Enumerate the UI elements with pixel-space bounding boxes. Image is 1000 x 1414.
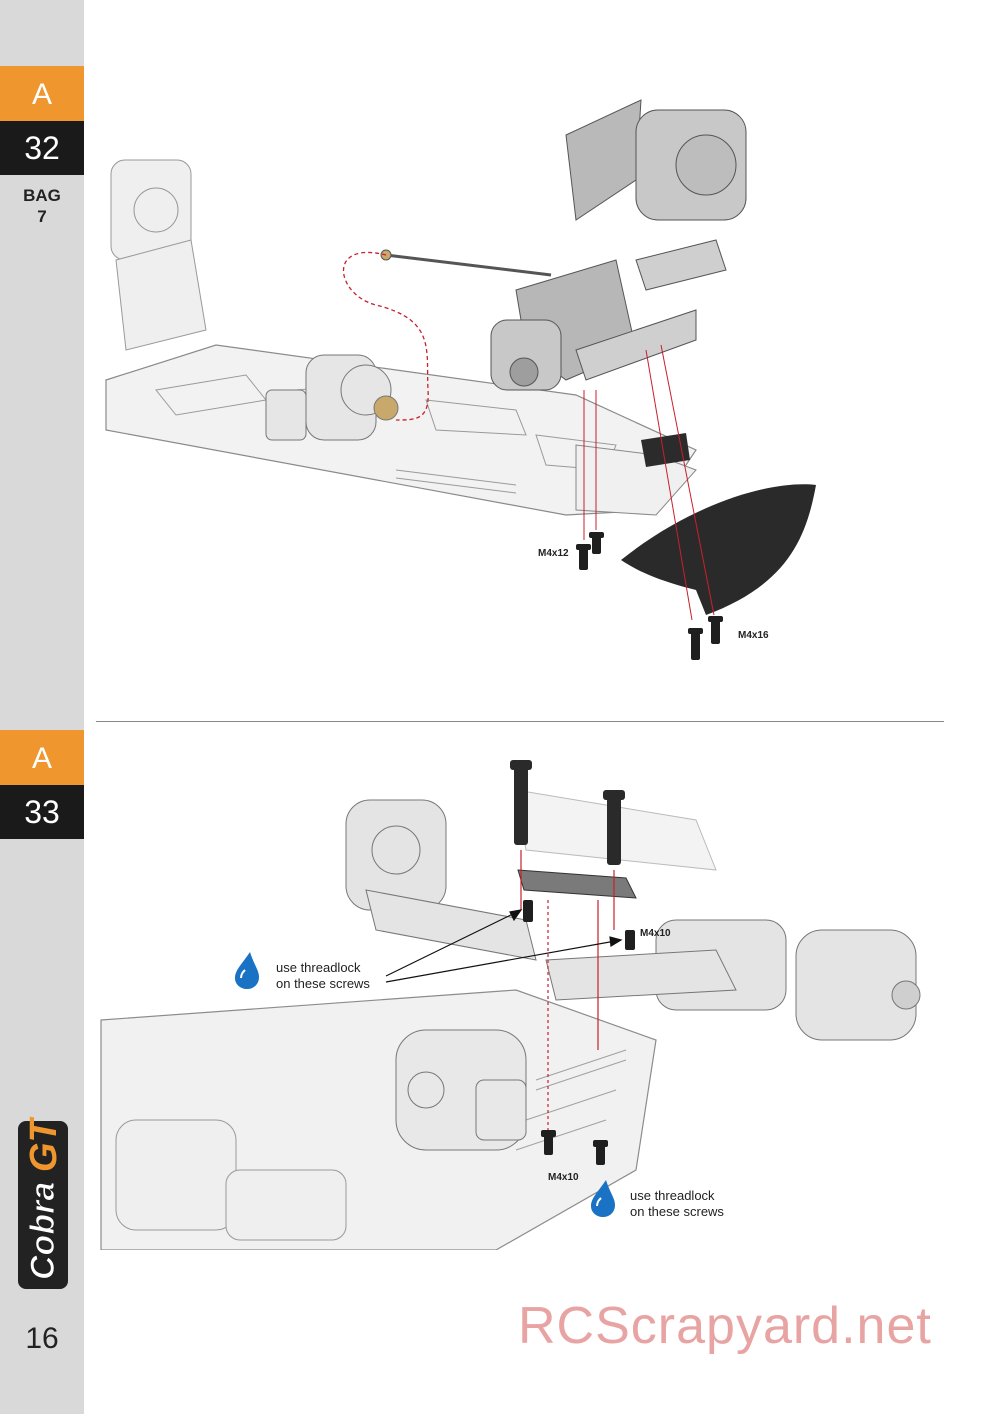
threadlock-arrows (385, 909, 623, 983)
threadlock-note-2: use threadlock on these screws (630, 1188, 724, 1220)
cobra-gt-logo: Cobra GT (18, 1116, 68, 1289)
step-32-diagram (105, 99, 816, 660)
front-suspension (490, 99, 747, 391)
threadlock-note-1: use threadlock on these screws (276, 960, 370, 992)
center-gearbox (395, 1029, 527, 1151)
brace-plate (517, 869, 637, 899)
foam-pad (641, 433, 690, 467)
page-number: 16 (25, 1322, 59, 1355)
threadlock-drop-icon-2 (591, 1180, 615, 1217)
threadlock-drop-icon (235, 952, 259, 989)
bag-label: BAG (23, 186, 61, 205)
bag-indicator: BAG 7 (0, 185, 84, 227)
step-number-tab: 32 (0, 121, 84, 175)
screw-label-m4x10-top: M4x10 (640, 928, 671, 939)
step-number-tab-2: 33 (0, 785, 84, 839)
front-suspension (345, 799, 921, 1041)
step-letter-tab-2: A (0, 730, 84, 788)
screw-label-m4x12: M4x12 (538, 548, 569, 559)
threadlock-note-2-line-2: on these screws (630, 1204, 724, 1219)
threadlock-note-1-line-1: use threadlock (276, 960, 361, 975)
screws (576, 532, 723, 660)
shaft-path-guide (343, 251, 429, 421)
rear-suspension (115, 1119, 347, 1241)
threadlock-note-1-line-2: on these screws (276, 976, 370, 991)
posts (510, 760, 625, 865)
rear-suspension (110, 159, 207, 351)
screws (523, 900, 635, 1165)
screw-guide-lines (583, 344, 715, 621)
bag-number: 7 (37, 207, 47, 226)
svg-text:GT: GT (23, 1116, 65, 1172)
screw-label-m4x16: M4x16 (738, 630, 769, 641)
svg-text:Cobra: Cobra (24, 1182, 62, 1280)
section-divider (96, 721, 944, 722)
rear-gearbox (265, 354, 399, 441)
step-letter-tab: A (0, 66, 84, 124)
sidebar: A 32 BAG 7 A 33 Cobra GT 16 (0, 0, 84, 1414)
screw-label-m4x10-bottom: M4x10 (548, 1172, 579, 1183)
front-wing (621, 484, 816, 615)
watermark: RCScrapyard.net (518, 1297, 932, 1355)
drive-shaft (385, 253, 552, 277)
threadlock-note-2-line-1: use threadlock (630, 1188, 715, 1203)
screw-guide-lines (520, 850, 615, 1135)
step-33-diagram (100, 760, 921, 1250)
